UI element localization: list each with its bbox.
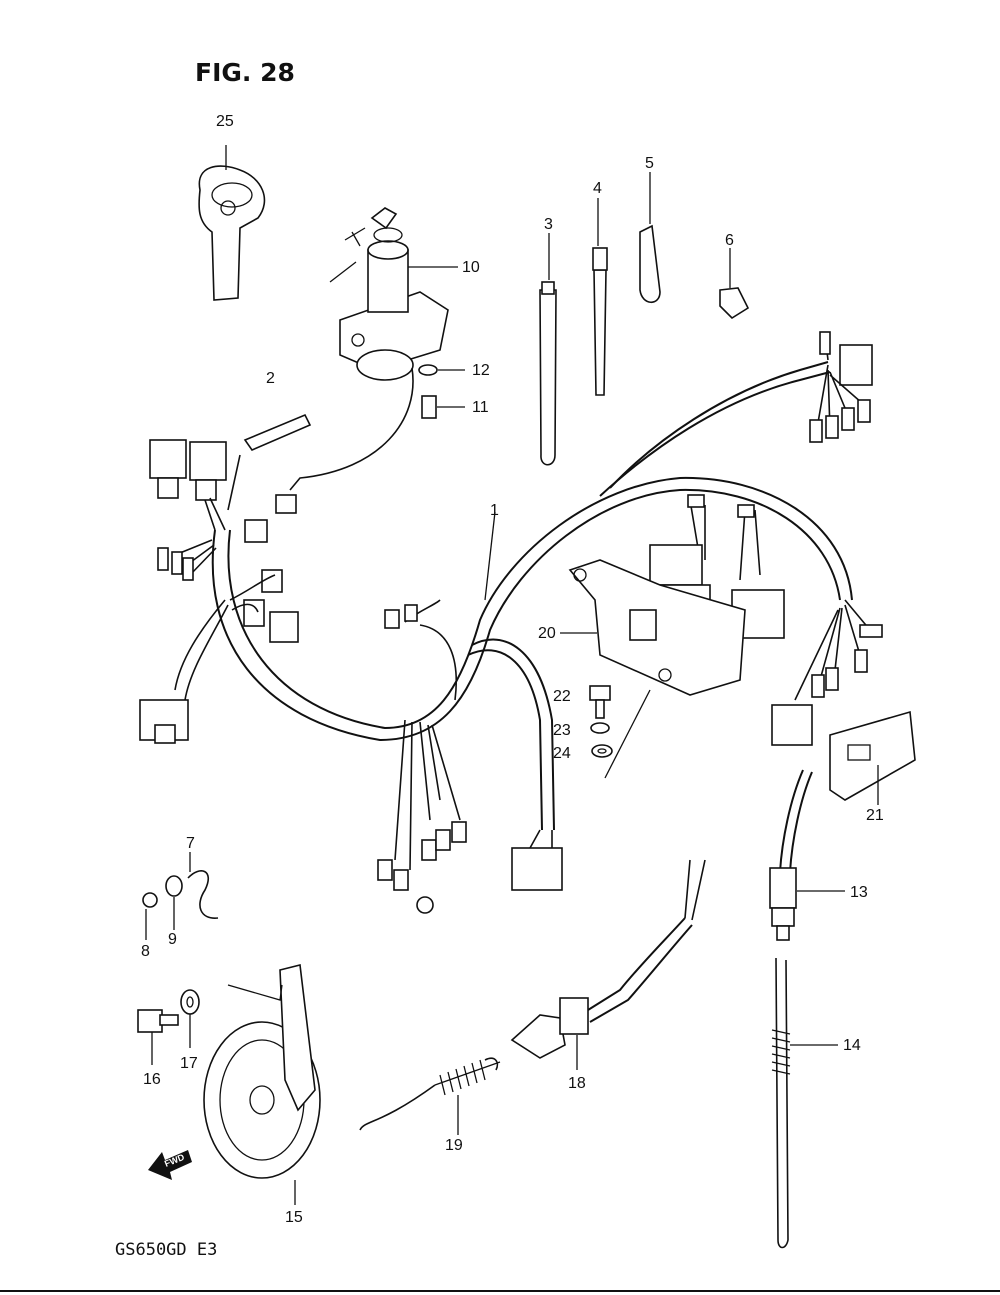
switch-part-13 xyxy=(769,769,845,941)
callout-6: 6 xyxy=(725,232,734,249)
model-code: GS650GD E3 xyxy=(115,1240,218,1260)
brake-switch-part-18 xyxy=(510,859,706,1070)
callout-23: 23 xyxy=(553,722,571,739)
callout-19: 19 xyxy=(445,1137,463,1154)
callout-21: 21 xyxy=(866,807,884,824)
callout-22: 22 xyxy=(553,688,571,705)
callout-20: 20 xyxy=(538,625,556,642)
ignition-switch-part-10 xyxy=(275,207,458,514)
figure-title: FIG. 28 xyxy=(195,58,295,87)
rod-spring-part-14 xyxy=(771,957,838,1249)
callout-labels: 25 10 12 11 3 4 5 6 2 1 20 22 23 24 21 1… xyxy=(141,113,884,1226)
callout-5: 5 xyxy=(645,155,654,172)
forward-arrow-icon: FWD xyxy=(148,1150,192,1180)
callout-15: 15 xyxy=(285,1209,303,1226)
callout-12: 12 xyxy=(472,362,490,379)
bracket-part-20 xyxy=(560,559,746,779)
callout-18: 18 xyxy=(568,1075,586,1092)
callout-25: 25 xyxy=(216,113,234,130)
callout-24: 24 xyxy=(553,745,571,762)
callout-7: 7 xyxy=(186,835,195,852)
callout-9: 9 xyxy=(168,931,177,948)
key-part-25 xyxy=(198,145,266,301)
washer-part-12 xyxy=(418,364,465,376)
washer-part-9 xyxy=(165,875,183,930)
clamp-part-6 xyxy=(719,248,750,320)
bolt-part-22 xyxy=(589,685,611,719)
nut-part-11 xyxy=(421,395,465,419)
washer-part-24 xyxy=(591,744,613,758)
wiring-harness-part-1 xyxy=(139,331,883,914)
screw-part-8 xyxy=(142,892,158,940)
callout-8: 8 xyxy=(141,943,150,960)
horn-part-15 xyxy=(203,964,321,1205)
callout-4: 4 xyxy=(593,180,602,197)
callout-11: 11 xyxy=(472,399,489,416)
spring-part-19 xyxy=(359,1057,501,1135)
callout-14: 14 xyxy=(843,1037,861,1054)
band-part-3 xyxy=(539,233,557,466)
callout-16: 16 xyxy=(143,1071,161,1088)
cover-part-21 xyxy=(829,710,916,805)
callout-17: 17 xyxy=(180,1055,198,1072)
callout-13: 13 xyxy=(850,884,868,901)
clamp-part-5 xyxy=(639,172,661,304)
callout-2: 2 xyxy=(266,370,275,387)
clamp-part-7 xyxy=(187,852,219,919)
callout-1: 1 xyxy=(490,502,499,519)
bolt-part-16 xyxy=(137,1009,179,1065)
band-part-4 xyxy=(592,198,608,396)
washer-part-23 xyxy=(590,722,610,734)
callout-10: 10 xyxy=(462,259,480,276)
callout-3: 3 xyxy=(544,216,553,233)
washer-part-17 xyxy=(180,989,200,1048)
